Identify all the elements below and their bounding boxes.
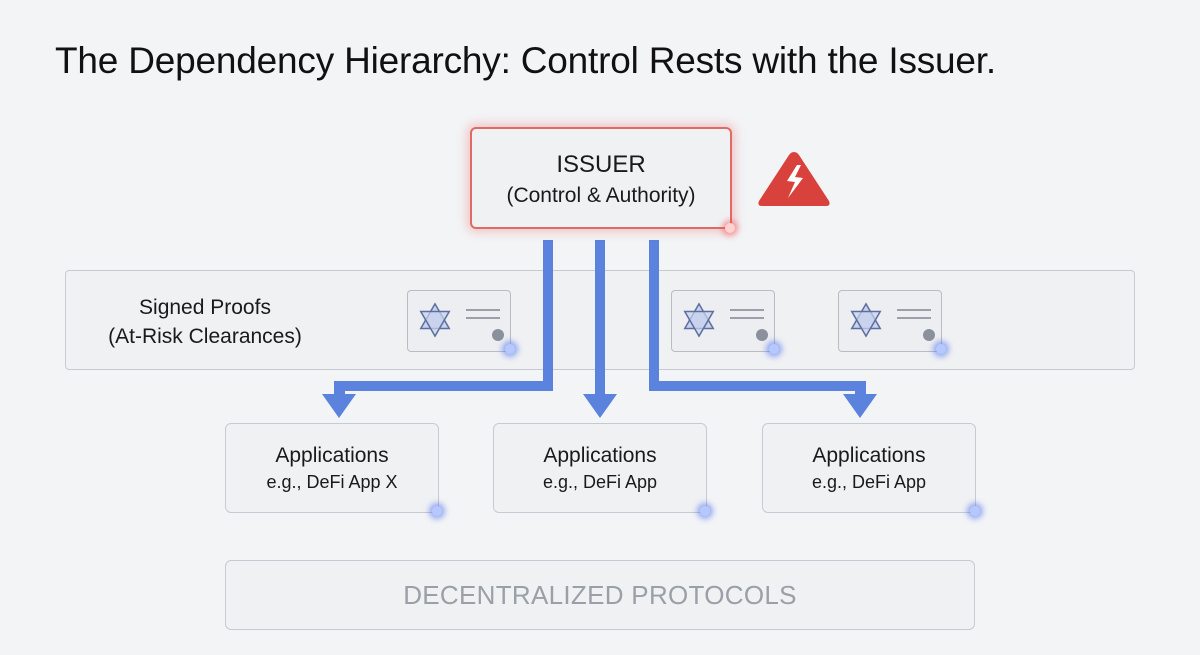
proof-card-1 (407, 290, 511, 352)
arrow-left (334, 240, 553, 394)
card-text-line (466, 309, 500, 311)
application-example: e.g., DeFi App (542, 472, 658, 492)
application-title: Applications (275, 444, 389, 467)
star-of-david-icon (850, 302, 882, 338)
application-box-1: Applications e.g., DeFi App X (225, 423, 439, 513)
application-box-3: Applications e.g., DeFi App (762, 423, 976, 513)
application-glow-dot (970, 506, 980, 516)
lightning-warning-icon (758, 152, 830, 206)
application-title: Applications (543, 444, 657, 467)
arrow-right (649, 240, 866, 394)
proof-glow-dot (936, 344, 946, 354)
application-glow-dot (432, 506, 442, 516)
arrow-center-head (583, 394, 617, 418)
proof-glow-dot (769, 344, 779, 354)
signed-proofs-subtitle: (At-Risk Clearances) (108, 325, 302, 348)
proof-glow-dot (505, 344, 515, 354)
card-text-line (897, 317, 931, 319)
arrow-left-head (322, 394, 356, 418)
application-example: e.g., DeFi App (811, 472, 927, 492)
issuer-subtitle: (Control & Authority) (506, 184, 696, 207)
card-text-line (897, 309, 931, 311)
card-text-line (730, 317, 764, 319)
issuer-glow-dot (725, 223, 735, 233)
card-seal-dot (923, 329, 935, 341)
decentralized-protocols-box: DECENTRALIZED PROTOCOLS (225, 560, 975, 630)
page-title: The Dependency Hierarchy: Control Rests … (55, 40, 996, 81)
card-text-line (730, 309, 764, 311)
card-seal-dot (492, 329, 504, 341)
application-example: e.g., DeFi App X (266, 472, 398, 492)
proof-card-2 (671, 290, 775, 352)
arrow-center (595, 240, 605, 396)
issuer-title: ISSUER (556, 151, 646, 178)
star-of-david-icon (683, 302, 715, 338)
star-of-david-icon (419, 302, 451, 338)
application-glow-dot (700, 506, 710, 516)
issuer-box: ISSUER (Control & Authority) (470, 127, 732, 229)
arrow-right-head (843, 394, 877, 418)
signed-proofs-label: Signed Proofs (At-Risk Clearances) (80, 293, 330, 351)
card-seal-dot (756, 329, 768, 341)
signed-proofs-title: Signed Proofs (139, 296, 271, 319)
card-text-line (466, 317, 500, 319)
proof-card-3 (838, 290, 942, 352)
application-title: Applications (812, 444, 926, 467)
application-box-2: Applications e.g., DeFi App (493, 423, 707, 513)
